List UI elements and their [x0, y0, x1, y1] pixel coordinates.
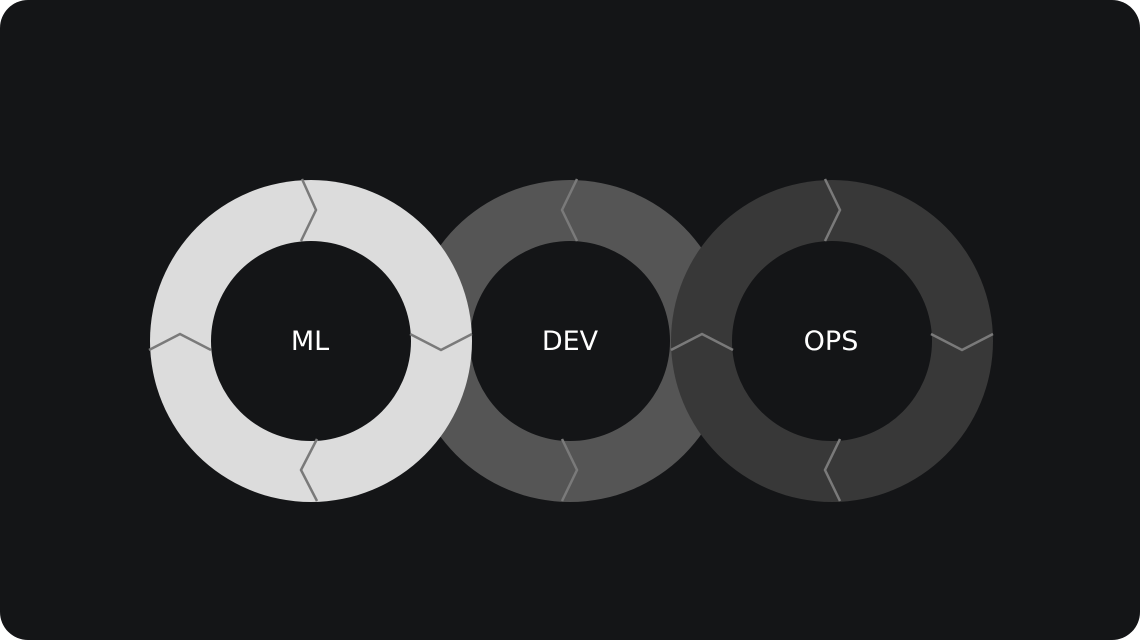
ml-label: ML	[291, 326, 329, 357]
ml-chevron-bottom	[299, 438, 319, 502]
ml-chevron-left	[148, 332, 212, 352]
dev-chevron-bottom	[560, 438, 579, 502]
ring-dev: DEV	[409, 178, 731, 502]
ml-chevron-top	[299, 178, 318, 242]
ml-hole	[211, 241, 411, 441]
ops-chevron-top	[823, 178, 842, 242]
dev-chevron-top	[560, 178, 579, 242]
ops-chevron-right	[930, 332, 994, 352]
dev-hole	[470, 241, 670, 441]
dev-label: DEV	[542, 326, 599, 357]
ml-chevron-right	[409, 332, 473, 352]
ops-chevron-left	[670, 332, 734, 352]
ring-ops: OPS	[670, 178, 994, 502]
ops-hole	[732, 241, 932, 441]
ops-chevron-bottom	[823, 438, 842, 502]
ring-ml: ML	[148, 178, 473, 502]
ops-label: OPS	[804, 326, 859, 357]
